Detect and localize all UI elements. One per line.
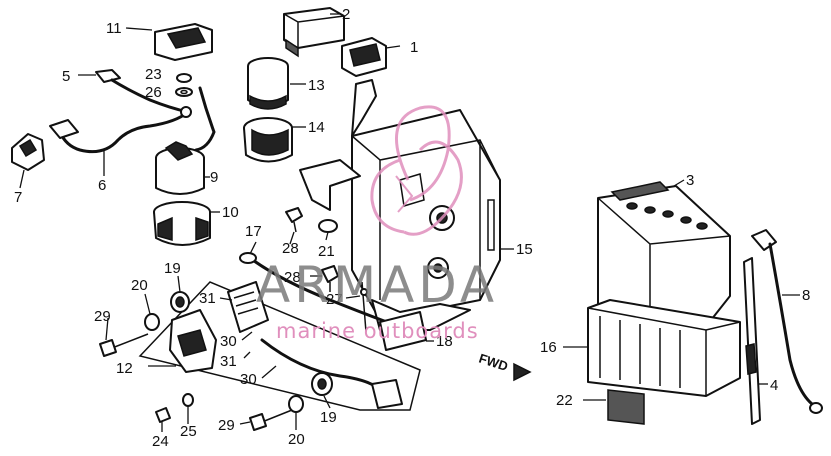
part-9-starter-relay xyxy=(155,141,205,195)
part-10-relay-rubber xyxy=(153,201,211,246)
label-7: 7 xyxy=(14,189,22,206)
part-4-breather-tube xyxy=(743,257,761,425)
label-14: 14 xyxy=(308,119,325,136)
label-15: 15 xyxy=(516,241,533,258)
label-10: 10 xyxy=(222,204,239,221)
part-7-terminal-cap xyxy=(11,133,45,171)
part-12-regulator xyxy=(138,281,421,411)
part-16-battery-case xyxy=(587,299,741,397)
part-6-battery-cable xyxy=(49,78,216,154)
label-13: 13 xyxy=(308,77,325,94)
label-4: 4 xyxy=(770,377,778,394)
label-28-lower: 28 xyxy=(284,269,301,286)
fwd-marker: FWD xyxy=(477,351,532,382)
part-20-collar-upper xyxy=(144,313,160,331)
label-28-upper: 28 xyxy=(282,240,299,257)
part-26-washer xyxy=(175,87,193,97)
part-27-pin xyxy=(360,281,368,333)
part-21-grommet xyxy=(318,219,338,233)
part-5-terminal xyxy=(95,69,121,83)
label-26: 26 xyxy=(145,84,162,101)
part-8-battery-cable xyxy=(751,229,823,414)
label-29-lower: 29 xyxy=(218,417,235,434)
label-30-lower: 30 xyxy=(240,371,257,388)
leader-lines xyxy=(19,13,800,432)
part-24-nut xyxy=(155,407,171,423)
fwd-marker-text: FWD xyxy=(477,351,510,374)
label-29-upper: 29 xyxy=(94,308,111,325)
label-16: 16 xyxy=(540,339,557,356)
watermark-brand: ARMADA xyxy=(256,256,498,314)
part-23-nut xyxy=(176,73,192,83)
label-17: 17 xyxy=(245,223,262,240)
label-24: 24 xyxy=(152,433,169,450)
part-29-bolt-lower xyxy=(249,409,293,431)
label-19-upper: 19 xyxy=(164,260,181,277)
watermark-logo xyxy=(370,105,463,236)
part-15-battery-box xyxy=(299,79,501,331)
label-31-upper: 31 xyxy=(199,290,216,307)
label-20-lower: 20 xyxy=(288,431,305,448)
part-19-grommet-lower xyxy=(311,372,333,396)
part-2-fuse-box xyxy=(283,7,345,58)
label-6: 6 xyxy=(98,177,106,194)
watermark: ARMADA marine outboards xyxy=(256,105,498,343)
part-28-bolt-upper xyxy=(285,207,303,233)
part-14-rubber-mount xyxy=(243,117,293,163)
part-11-relay-cover xyxy=(154,23,213,61)
label-9: 9 xyxy=(210,169,218,186)
label-20-upper: 20 xyxy=(131,277,148,294)
label-2: 2 xyxy=(342,6,350,23)
label-25: 25 xyxy=(180,423,197,440)
part-29-bolt-upper xyxy=(99,333,149,357)
label-21: 21 xyxy=(318,243,335,260)
part-13-cylinder xyxy=(247,57,289,110)
label-23: 23 xyxy=(145,66,162,83)
label-12: 12 xyxy=(116,360,133,377)
part-25-washer xyxy=(182,393,194,407)
label-19-lower: 19 xyxy=(320,409,337,426)
part-1-fuse-holder xyxy=(341,37,387,77)
watermark-tagline: marine outboards xyxy=(276,319,479,343)
label-18: 18 xyxy=(436,333,453,350)
label-11: 11 xyxy=(106,20,122,37)
label-8: 8 xyxy=(802,287,810,304)
label-27: 27 xyxy=(326,291,343,308)
part-22-label xyxy=(607,389,645,425)
label-1: 1 xyxy=(410,39,418,56)
label-3: 3 xyxy=(686,172,694,189)
label-30-upper: 30 xyxy=(220,333,237,350)
part-number-labels: 1 2 3 4 5 6 7 8 9 10 11 12 13 14 15 16 1… xyxy=(14,6,810,450)
label-22: 22 xyxy=(556,392,573,409)
part-18-clamp xyxy=(379,311,427,351)
label-5: 5 xyxy=(62,68,70,85)
label-31-lower: 31 xyxy=(220,353,237,370)
part-19-grommet-upper xyxy=(170,291,190,313)
part-28-bolt-lower xyxy=(321,265,339,292)
